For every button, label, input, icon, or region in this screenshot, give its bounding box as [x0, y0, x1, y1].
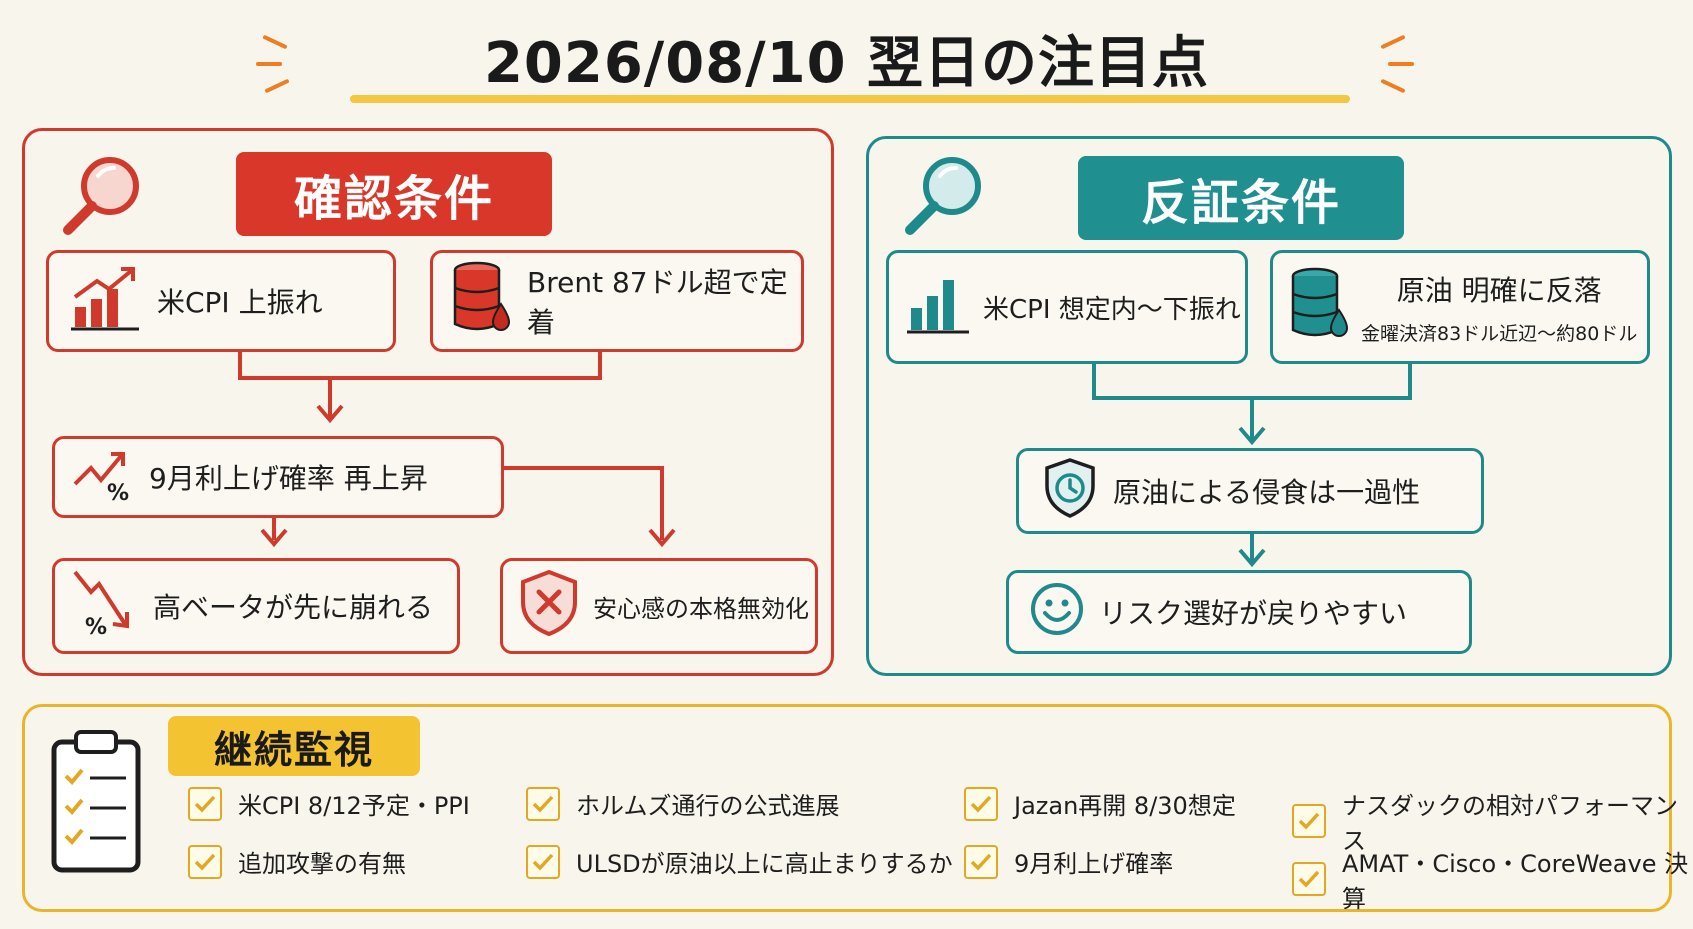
monitor-item: 追加攻撃の有無 [188, 844, 406, 879]
checkbox-icon [526, 844, 560, 879]
oil-barrel-icon [449, 260, 515, 343]
spark-decoration [1388, 62, 1414, 66]
clipboard-checklist-icon [46, 726, 146, 880]
trend-up-percent-icon: % [71, 446, 137, 509]
page-title: 2026/08/10 翌日の注目点 [483, 31, 1210, 96]
smiley-icon [1029, 581, 1085, 644]
refute-oil-box: 原油 明確に反落 金曜決済83ドル近辺〜約80ドル [1270, 250, 1650, 364]
oil-barrel-icon [1287, 266, 1353, 349]
monitor-item-label: Jazan再開 8/30想定 [1014, 792, 1236, 820]
magnifier-icon [900, 150, 990, 244]
refute-panel [866, 136, 1672, 676]
checkbox-icon [1292, 804, 1326, 838]
confirm-cpi-up-box: 米CPI 上振れ [46, 250, 396, 352]
monitor-item-label: ナスダックの相対パフォーマンス [1342, 792, 1678, 855]
shield-clock-icon [1041, 456, 1099, 527]
refute-temporary-label: 原油による侵食は一過性 [1113, 476, 1421, 509]
checkbox-icon [188, 844, 222, 879]
monitor-item: ナスダックの相対パフォーマンス [1292, 786, 1693, 856]
checkbox-icon [1292, 862, 1326, 896]
confirm-panel [22, 128, 834, 676]
confirm-rate-hike-label: 9月利上げ確率 再上昇 [149, 462, 428, 495]
monitor-item-label: ホルムズ通行の公式進展 [576, 792, 840, 820]
refute-temporary-box: 原油による侵食は一過性 [1016, 448, 1484, 534]
monitor-item-label: 追加攻撃の有無 [238, 850, 406, 878]
refute-cpi-down-label: 米CPI 想定内〜下振れ [983, 294, 1241, 325]
monitor-heading: 継続監視 [168, 716, 420, 776]
svg-text:%: % [107, 481, 129, 502]
monitor-item-label: ULSDが原油以上に高止まりするか [576, 850, 953, 878]
spark-decoration [256, 62, 282, 66]
refute-cpi-down-box: 米CPI 想定内〜下振れ [886, 250, 1248, 364]
monitor-item: ULSDが原油以上に高止まりするか [526, 844, 953, 879]
checkbox-icon [964, 844, 998, 879]
confirm-brent-label: Brent 87ドル超で定着 [527, 266, 788, 339]
confirm-safety-label: 安心感の本格無効化 [593, 594, 809, 623]
checkbox-icon [188, 786, 222, 821]
confirm-rate-hike-box: % 9月利上げ確率 再上昇 [52, 436, 504, 518]
refute-heading: 反証条件 [1078, 156, 1404, 240]
bar-chart-up-icon [67, 263, 143, 340]
shield-x-icon [517, 568, 581, 644]
refute-risk-on-label: リスク選好が戻りやすい [1099, 597, 1408, 630]
monitor-item: Jazan再開 8/30想定 [964, 786, 1236, 821]
bar-chart-icon [903, 272, 973, 343]
monitor-item-label: 米CPI 8/12予定・PPI [238, 792, 470, 820]
title-underline [350, 95, 1350, 103]
checkbox-icon [964, 786, 998, 821]
refute-oil-title: 原油 明確に反落 [1396, 273, 1602, 307]
monitor-item: 9月利上げ確率 [964, 844, 1173, 879]
monitor-item: 米CPI 8/12予定・PPI [188, 786, 470, 821]
monitor-item: AMAT・Cisco・CoreWeave 決算 [1292, 844, 1693, 914]
confirm-high-beta-box: % 高ベータが先に崩れる [52, 558, 460, 654]
confirm-cpi-up-label: 米CPI 上振れ [157, 286, 323, 319]
monitor-item-label: 9月利上げ確率 [1014, 850, 1174, 878]
refute-risk-on-box: リスク選好が戻りやすい [1006, 570, 1472, 654]
checkbox-icon [526, 786, 560, 821]
monitor-item-label: AMAT・Cisco・CoreWeave 決算 [1342, 850, 1689, 913]
confirm-brent-box: Brent 87ドル超で定着 [430, 250, 804, 352]
confirm-safety-box: 安心感の本格無効化 [500, 558, 818, 654]
magnifier-icon [58, 150, 148, 244]
refute-oil-sub: 金曜決済83ドル近辺〜約80ドル [1361, 322, 1638, 345]
confirm-high-beta-label: 高ベータが先に崩れる [153, 591, 434, 624]
confirm-heading: 確認条件 [236, 152, 552, 236]
monitor-panel [22, 704, 1672, 912]
svg-text:%: % [85, 615, 107, 640]
trend-down-percent-icon: % [69, 566, 141, 647]
monitor-item: ホルムズ通行の公式進展 [526, 786, 840, 821]
